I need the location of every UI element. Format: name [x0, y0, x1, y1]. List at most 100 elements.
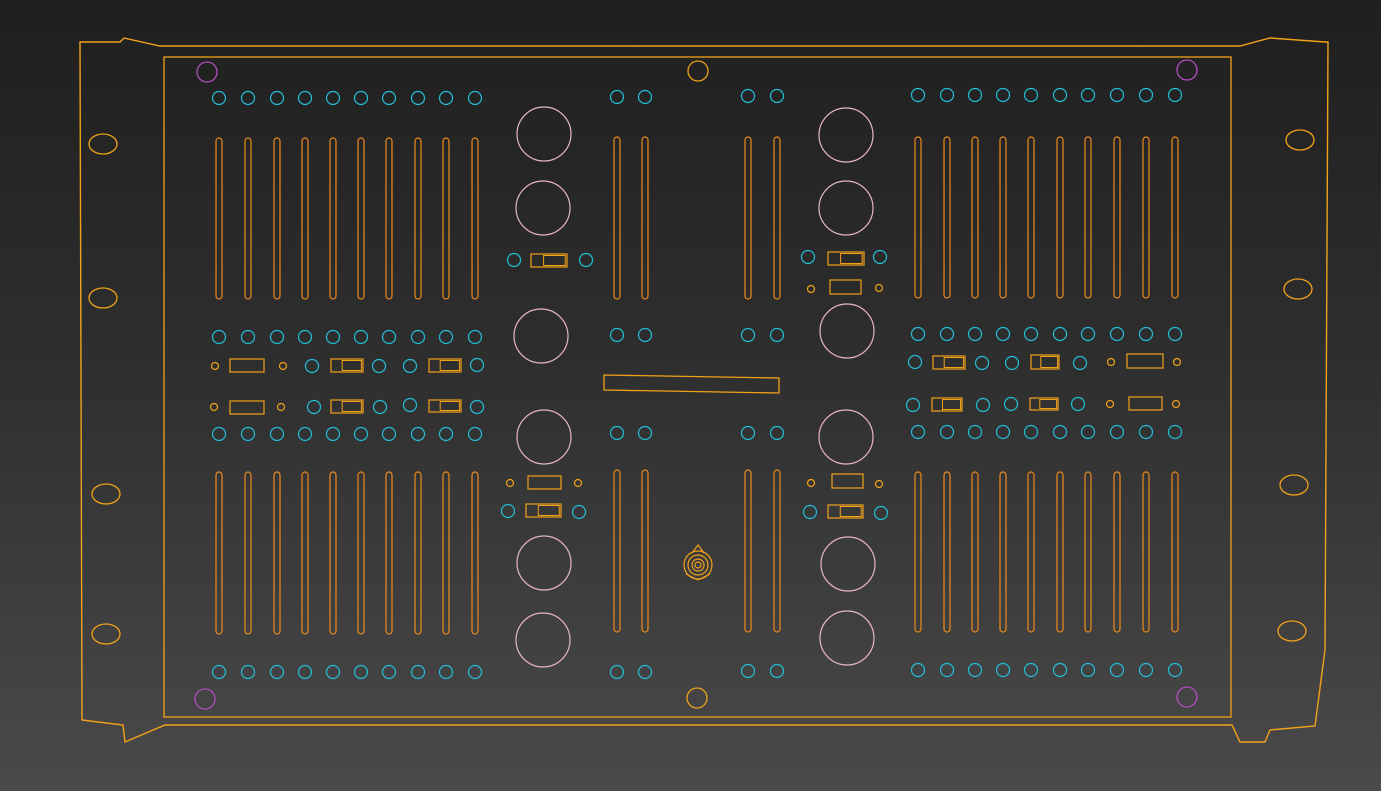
rounded-slot-icon	[88, 287, 118, 309]
cyan-hole	[402, 397, 418, 413]
large-jack-hole	[516, 535, 572, 591]
cyan-hole-row	[1080, 424, 1096, 440]
center-mount-hole	[686, 687, 708, 709]
cyan-hole-row	[353, 90, 369, 106]
fader-slot	[971, 136, 979, 299]
fader-slot	[999, 136, 1007, 299]
large-jack-hole	[513, 308, 569, 364]
mounting-hole	[1176, 59, 1198, 81]
switch-cutout	[527, 475, 562, 490]
center-mount-hole	[687, 60, 709, 82]
cyan-hole	[371, 358, 387, 374]
cyan-hole-row	[637, 89, 653, 105]
cyan-hole-row	[1167, 424, 1183, 440]
fader-slot	[215, 471, 223, 635]
knob-pointer	[691, 544, 705, 554]
large-jack-hole	[818, 180, 874, 236]
switch-cutout	[525, 503, 562, 518]
cyan-hole-row	[1080, 326, 1096, 342]
cyan-hole-row	[967, 424, 983, 440]
switch-cutout	[829, 279, 862, 295]
mounting-hole	[1176, 686, 1198, 708]
fader-slot	[914, 471, 922, 633]
cyan-hole-row	[609, 664, 625, 680]
knob-ring	[691, 558, 705, 572]
mounting-hole	[196, 61, 218, 83]
cyan-hole-row	[240, 90, 256, 106]
cyan-hole-row	[240, 426, 256, 442]
cyan-hole-row	[410, 90, 426, 106]
cyan-hole-row	[967, 326, 983, 342]
knob-ring	[694, 561, 702, 569]
crossfader-slot	[603, 374, 780, 394]
cyan-hole	[469, 399, 485, 415]
fader-slot	[385, 471, 393, 635]
fader-slot	[1171, 136, 1179, 299]
cyan-hole-row	[211, 426, 227, 442]
switch-cutout	[530, 253, 568, 268]
cyan-hole-row	[467, 664, 483, 680]
cyan-hole-row	[609, 327, 625, 343]
cyan-hole-row	[637, 664, 653, 680]
cyan-hole	[571, 504, 587, 520]
fader-slot	[1056, 136, 1064, 299]
cyan-hole-row	[211, 90, 227, 106]
cyan-hole-row	[995, 662, 1011, 678]
fader-slot	[414, 471, 422, 635]
switch-lever	[942, 399, 961, 410]
cyan-hole-row	[211, 664, 227, 680]
fader-slot	[1113, 136, 1121, 299]
fader-slot	[329, 137, 337, 300]
cyan-hole	[975, 397, 991, 413]
small-hole	[210, 361, 220, 371]
cyan-hole	[974, 355, 990, 371]
rounded-slot-icon	[91, 483, 121, 505]
fader-slot	[999, 471, 1007, 633]
rotary-knob-icon	[683, 544, 713, 581]
cyan-hole-row	[1052, 662, 1068, 678]
cyan-hole-row	[1109, 662, 1125, 678]
cyan-hole-row	[995, 424, 1011, 440]
rounded-slot-icon	[91, 623, 121, 645]
cyan-hole-row	[1052, 424, 1068, 440]
cyan-hole-row	[1080, 662, 1096, 678]
cyan-hole-row	[297, 664, 313, 680]
mounting-hole	[194, 688, 216, 710]
fader-slot	[971, 471, 979, 633]
large-jack-hole	[515, 180, 571, 236]
fader-slot	[273, 137, 281, 300]
fader-slot	[1142, 471, 1150, 633]
fader-slot	[471, 471, 479, 635]
large-jack-hole	[818, 409, 874, 465]
fader-slot	[301, 137, 309, 300]
cyan-hole-row	[769, 327, 785, 343]
fader-slot	[414, 137, 422, 300]
large-jack-hole	[516, 409, 572, 465]
switch-lever	[840, 253, 863, 264]
large-jack-hole	[819, 610, 875, 666]
cyan-hole-row	[967, 87, 983, 103]
cyan-hole-row	[467, 426, 483, 442]
switch-lever	[1040, 356, 1059, 368]
rounded-slot-icon	[1285, 129, 1315, 151]
fader-slot	[442, 471, 450, 635]
fader-slot	[1056, 471, 1064, 633]
switch-cutout	[229, 400, 265, 415]
large-jack-hole	[516, 106, 572, 162]
cyan-hole-row	[740, 663, 756, 679]
cyan-hole-row	[740, 327, 756, 343]
fader-slot	[641, 136, 649, 300]
cyan-hole	[304, 358, 320, 374]
switch-cutout	[428, 358, 462, 373]
fader-slot	[1171, 471, 1179, 633]
cyan-hole	[402, 358, 418, 374]
fader-slot	[273, 471, 281, 635]
fader-slot	[357, 471, 365, 635]
cyan-hole-row	[410, 426, 426, 442]
cyan-hole-row	[1023, 87, 1039, 103]
cyan-hole-row	[1109, 326, 1125, 342]
fader-slot	[301, 471, 309, 635]
switch-cutout	[229, 358, 265, 373]
cyan-hole-row	[910, 662, 926, 678]
